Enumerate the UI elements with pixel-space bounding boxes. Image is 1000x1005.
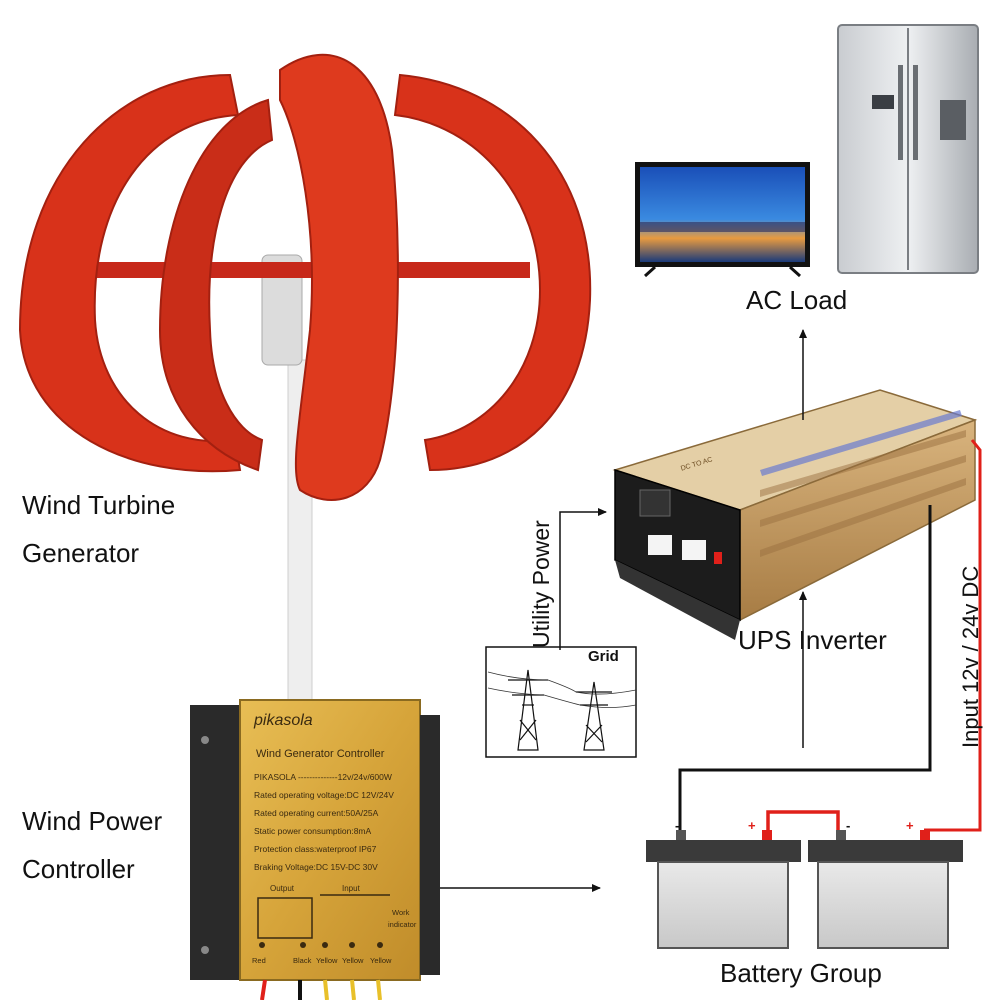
terminal-label-yellow: Yellow	[316, 956, 338, 965]
fridge-appliance	[837, 24, 979, 274]
controller-mount-bracket	[190, 705, 245, 980]
pylon-right	[576, 681, 612, 751]
controller-brand-logo: pikasola	[254, 712, 313, 729]
inverter-label-strip	[760, 410, 962, 476]
turbine-blade	[279, 53, 399, 501]
battery-2-neg-sign: -	[846, 818, 851, 833]
battery-1-pos-terminal	[762, 830, 772, 840]
mount-screw	[201, 736, 209, 744]
terminal-dot	[377, 942, 383, 948]
turbine-blade	[393, 73, 592, 472]
tv-foot	[643, 265, 657, 278]
grid-frame	[485, 646, 637, 758]
terminal-dot	[322, 942, 328, 948]
turbine-blade	[18, 73, 242, 473]
wire-battery-neg-to-inverter	[678, 505, 932, 830]
turbine-arm	[60, 262, 530, 278]
controller-spec-line: Braking Voltage:DC 15V-DC 30V	[254, 862, 378, 872]
label-utility-power: Utility Power	[528, 520, 554, 648]
terminal-dot	[349, 942, 355, 948]
battery-series-link	[766, 810, 840, 830]
wire-red	[260, 979, 267, 1001]
turbine-blade	[158, 98, 274, 472]
label-ac-load: AC Load	[746, 285, 848, 315]
inverter-fin	[760, 478, 966, 557]
controller-work-label: Work	[392, 908, 410, 917]
terminal-label-yellow: Yellow	[370, 956, 392, 965]
inverter-socket	[648, 535, 672, 555]
tv-appliance	[635, 162, 810, 278]
controller-face	[239, 699, 421, 981]
label-ups-inverter: UPS Inverter	[738, 625, 887, 655]
inverter-fin	[760, 430, 966, 497]
battery-2-lid	[808, 840, 963, 862]
controller-output-box	[257, 897, 313, 939]
controller-input-label: Input	[342, 884, 360, 893]
mount-screw	[201, 946, 209, 954]
controller-spec-line: Static power consumption:8mA	[254, 826, 372, 836]
inverter-switch	[714, 552, 722, 564]
fridge-display	[872, 95, 894, 109]
battery-2-neg-terminal	[836, 830, 846, 840]
inverter-base	[615, 560, 740, 640]
wire-yellow	[323, 979, 329, 1001]
wire-yellow	[376, 979, 382, 1001]
label-wind-turbine-line2: Generator	[22, 538, 140, 568]
label-wind-controller-line1: Wind Power	[22, 806, 163, 836]
inverter-socket	[682, 540, 706, 560]
terminal-dot	[300, 942, 306, 948]
controller-spec-line: PIKASOLA --------------12v/24v/600W	[254, 772, 392, 782]
inverter-display	[639, 489, 671, 517]
label-input-dc: Input 12v / 24v DC	[958, 565, 983, 748]
label-grid: Grid	[588, 648, 619, 665]
battery-1-pos-sign: +	[748, 818, 756, 833]
battery-1-neg-terminal	[676, 830, 686, 840]
terminal-label-black: Black	[293, 956, 312, 965]
controller-spec-line: Rated operating voltage:DC 12V/24V	[254, 790, 394, 800]
controller-output-label: Output	[270, 884, 295, 893]
battery-group	[646, 830, 963, 949]
controller-spec-line: Protection class:waterproof IP67	[254, 844, 377, 854]
controller-title: Wind Generator Controller	[256, 748, 385, 760]
battery-1-neg-sign: -	[675, 818, 680, 833]
battery-1-lid	[646, 840, 801, 862]
tv-screen-detail	[640, 222, 805, 232]
label-battery-group: Battery Group	[720, 958, 882, 988]
label-wind-turbine-line1: Wind Turbine	[22, 490, 176, 520]
label-wind-controller-line2: Controller	[22, 854, 135, 884]
terminal-label-red: Red	[252, 956, 266, 965]
terminal-label-yellow: Yellow	[342, 956, 364, 965]
fridge-handle	[898, 65, 903, 160]
wind-power-controller	[190, 699, 440, 1001]
battery-1-body	[657, 861, 789, 949]
arrow-grid-to-inverter	[559, 508, 607, 650]
tv-screen	[640, 167, 805, 262]
wire-yellow	[350, 979, 356, 1001]
ups-inverter	[612, 389, 978, 640]
controller-indicator-label: indicator	[388, 920, 417, 929]
fridge-dispenser	[940, 100, 966, 140]
power-lines	[487, 671, 637, 708]
controller-spec-line: Rated operating current:50A/25A	[254, 808, 379, 818]
terminal-dot	[259, 942, 265, 948]
wind-turbine	[18, 53, 592, 711]
battery-2-pos-sign: +	[906, 818, 914, 833]
battery-2-body	[817, 861, 949, 949]
wire-battery-pos-to-inverter	[924, 439, 982, 832]
fridge-handle	[913, 65, 918, 160]
controller-side	[420, 715, 440, 975]
inverter-fin	[760, 455, 966, 527]
tv-foot	[788, 265, 802, 278]
turbine-hub	[261, 254, 303, 366]
grid-box	[485, 646, 637, 758]
battery-2-pos-terminal	[920, 830, 930, 840]
